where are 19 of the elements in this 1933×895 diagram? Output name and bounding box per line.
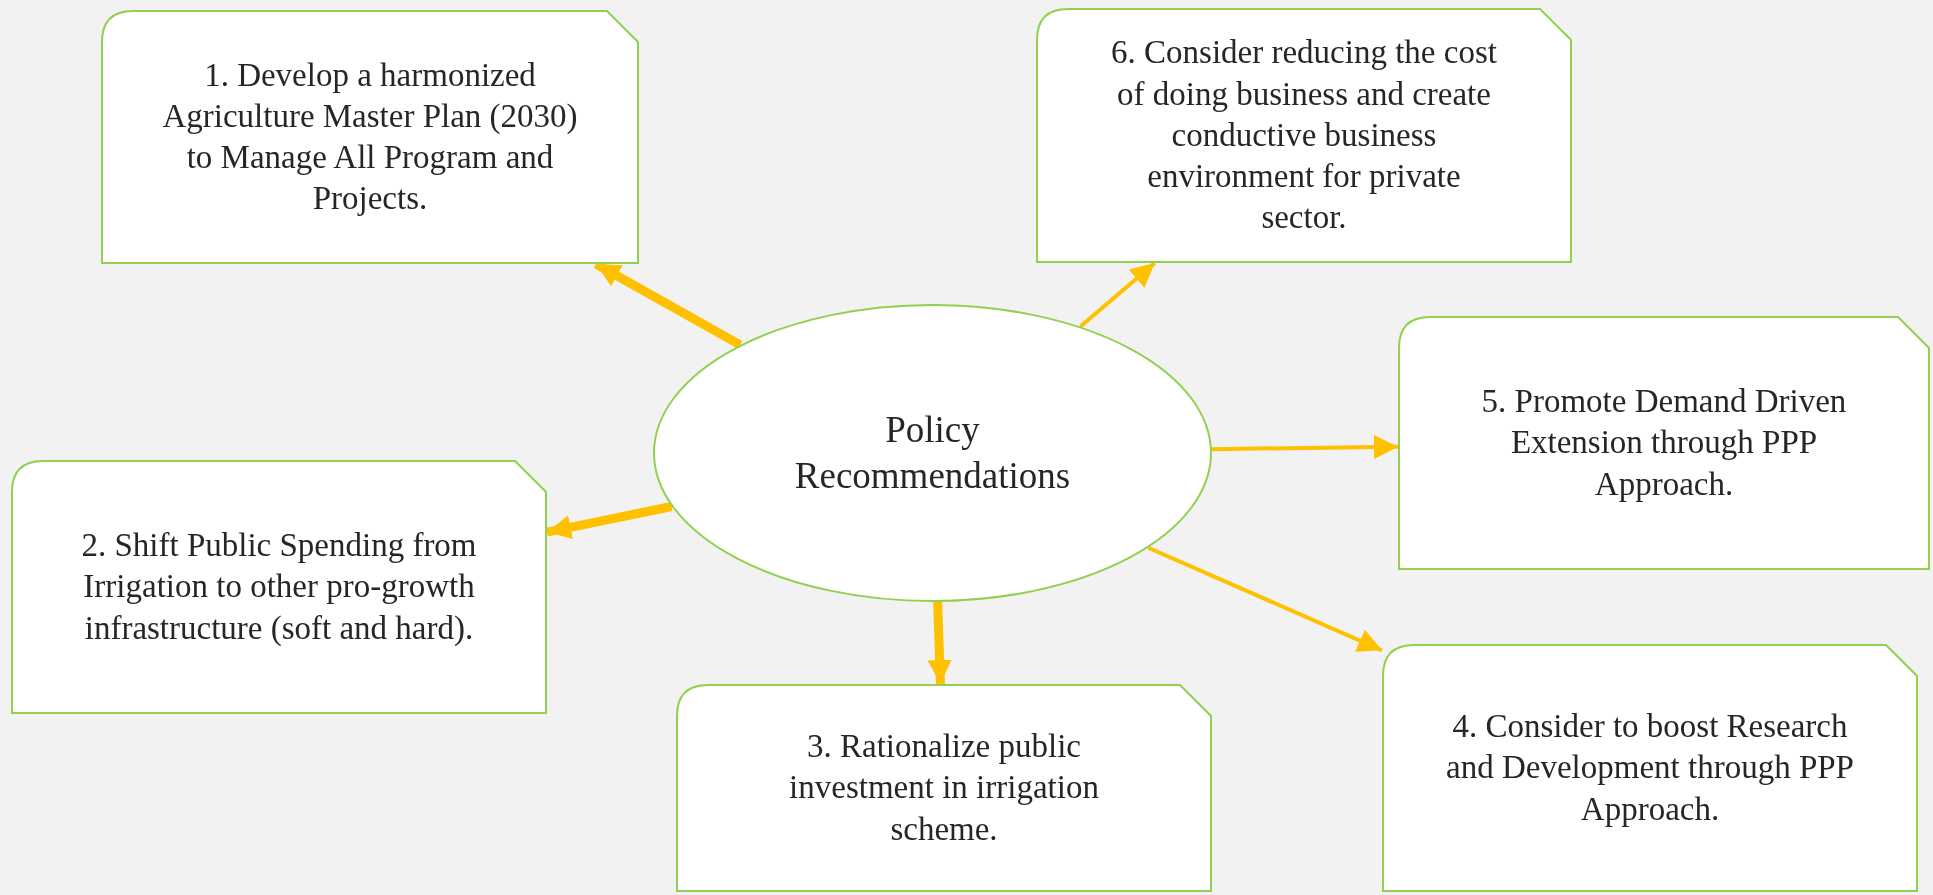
- central-title: Policy Recommendations: [793, 407, 1072, 498]
- central-ellipse: [653, 304, 1212, 602]
- arrow: [546, 502, 673, 539]
- recommendation-card: [1398, 316, 1930, 570]
- arrow: [1211, 434, 1399, 459]
- recommendation-card: [1036, 8, 1572, 263]
- recommendation-text: 1. Develop a harmonized Agriculture Master Plan (2030) to Manage All Program and Projects.: [161, 55, 579, 219]
- recommendation-card: [101, 10, 639, 264]
- recommendation-card: [676, 684, 1212, 892]
- recommendation-card: [11, 460, 547, 714]
- recommendation-text: 4. Consider to boost Research and Development through PPP Approach.: [1445, 707, 1855, 829]
- recommendation-text: 3. Rationalize public investment in irrigation scheme.: [788, 727, 1100, 849]
- recommendation-text: 6. Consider reducing the cost of doing business and create conductive business environment for private sector.: [1110, 33, 1498, 238]
- recommendation-text: 2. Shift Public Spending from Irrigation to other pro-growth infrastructure (soft and hard).: [80, 526, 478, 648]
- arrow: [1079, 261, 1157, 329]
- arrow: [927, 601, 952, 685]
- recommendation-text: 5. Promote Demand Driven Extension through PPP Approach.: [1480, 382, 1848, 504]
- recommendation-card: [1382, 644, 1918, 892]
- arrow: [1147, 545, 1383, 653]
